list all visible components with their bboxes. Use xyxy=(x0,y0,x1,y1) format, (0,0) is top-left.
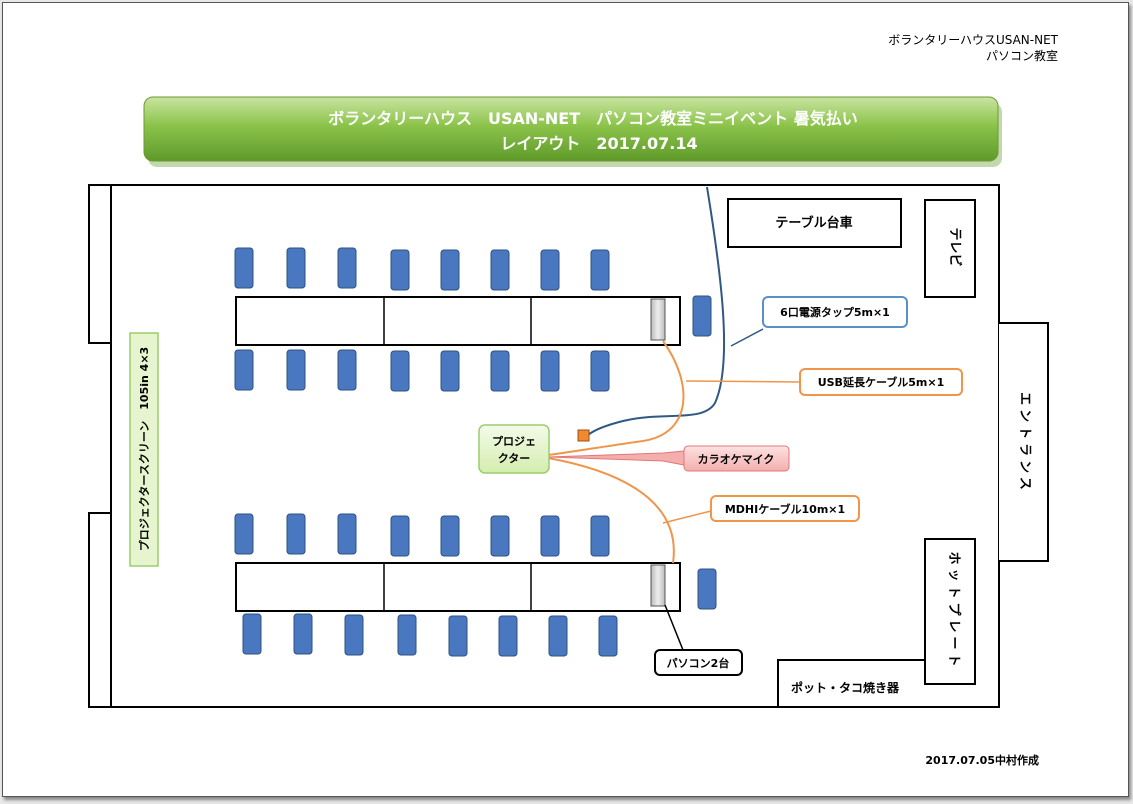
chair xyxy=(234,247,254,289)
chair xyxy=(590,249,610,291)
table-cart: テーブル台車 xyxy=(727,198,902,248)
pc-upper xyxy=(650,298,666,341)
chair xyxy=(448,615,468,657)
karaoke-mic-label: カラオケマイク xyxy=(698,453,775,466)
chair xyxy=(344,614,364,656)
chair xyxy=(490,249,510,291)
chair xyxy=(234,349,254,391)
entrance: エントランス xyxy=(999,322,1049,562)
org-name: ボランタリーハウスUSAN-NET xyxy=(888,33,1058,47)
tv-label: テレビ xyxy=(947,227,963,266)
pot-takoyaki-label: ポット・タコ焼き器 xyxy=(791,680,900,695)
callout-usb-cable: USB延長ケーブル5m×1 xyxy=(799,368,963,396)
lower-table xyxy=(235,562,681,612)
upper-table xyxy=(235,296,681,346)
chair xyxy=(490,350,510,392)
tv: テレビ xyxy=(924,199,976,298)
chair xyxy=(692,295,712,337)
org-subtitle: パソコン教室 xyxy=(986,48,1058,63)
callout-leaders xyxy=(547,328,801,651)
chair xyxy=(498,615,518,657)
layout-diagram: ボランタリーハウスUSAN-NET パソコン教室 ボランタリーハウス USAN-… xyxy=(88,33,1059,767)
chair xyxy=(390,350,410,392)
chair xyxy=(540,350,560,392)
power-tap-label: 6口電源タップ5m×1 xyxy=(780,305,890,319)
chair xyxy=(440,515,460,557)
chair xyxy=(293,613,313,655)
chair xyxy=(390,249,410,291)
screen-label: プロジェクタースクリーン 105in 4×3 xyxy=(137,347,151,551)
callout-karaoke-mic: カラオケマイク xyxy=(683,445,790,472)
pot-takoyaki: ポット・タコ焼き器 xyxy=(777,659,925,707)
chair xyxy=(286,513,306,555)
callout-pcs: パソコン2台 xyxy=(654,649,743,676)
title-banner: ボランタリーハウス USAN-NET パソコン教室ミニイベント 暑気払い レイア… xyxy=(143,96,1002,167)
usb-cable-label: USB延長ケーブル5m×1 xyxy=(818,375,945,389)
entrance-label: エントランス xyxy=(1017,392,1032,494)
author-note: 2017.07.05中村作成 xyxy=(925,753,1039,767)
chair xyxy=(390,515,410,557)
chair xyxy=(286,247,306,289)
chair xyxy=(242,613,262,655)
chair xyxy=(697,568,717,610)
mdhi-cable-label: MDHIケーブル10m×1 xyxy=(725,502,845,516)
usb-cable xyxy=(547,340,685,456)
chairs xyxy=(234,247,717,657)
power-cable xyxy=(587,186,726,436)
chair xyxy=(590,515,610,557)
chair xyxy=(397,614,417,656)
projector-label-1: プロジェ xyxy=(492,434,536,448)
chair xyxy=(440,249,460,291)
chair xyxy=(540,515,560,557)
table-cart-label: テーブル台車 xyxy=(775,215,852,231)
mic-receiver xyxy=(577,429,590,442)
projector-label-2: クター xyxy=(498,452,531,465)
projector-screen: プロジェクタースクリーン 105in 4×3 xyxy=(129,332,159,567)
chair xyxy=(337,247,357,289)
hot-plate: ホットプレート xyxy=(924,538,976,685)
cables xyxy=(547,186,726,564)
chair xyxy=(548,615,568,657)
callout-power-tap: 6口電源タップ5m×1 xyxy=(762,296,908,328)
chair xyxy=(440,350,460,392)
hdmi-cable xyxy=(547,457,675,564)
chair xyxy=(337,349,357,391)
chair xyxy=(540,249,560,291)
banner-subtitle: レイアウト 2017.07.14 xyxy=(500,134,697,153)
chair xyxy=(234,513,254,555)
callout-mdhi-cable: MDHIケーブル10m×1 xyxy=(710,495,860,522)
projector: プロジェ クター xyxy=(478,424,550,474)
chair xyxy=(337,513,357,555)
hot-plate-label: ホットプレート xyxy=(946,551,961,670)
chair xyxy=(286,349,306,391)
pc-lower xyxy=(650,564,666,607)
chair xyxy=(590,350,610,392)
chair xyxy=(490,515,510,557)
chair xyxy=(598,615,618,657)
banner-title: ボランタリーハウス USAN-NET パソコン教室ミニイベント 暑気払い xyxy=(328,109,857,128)
pcs-label: パソコン2台 xyxy=(667,656,730,670)
